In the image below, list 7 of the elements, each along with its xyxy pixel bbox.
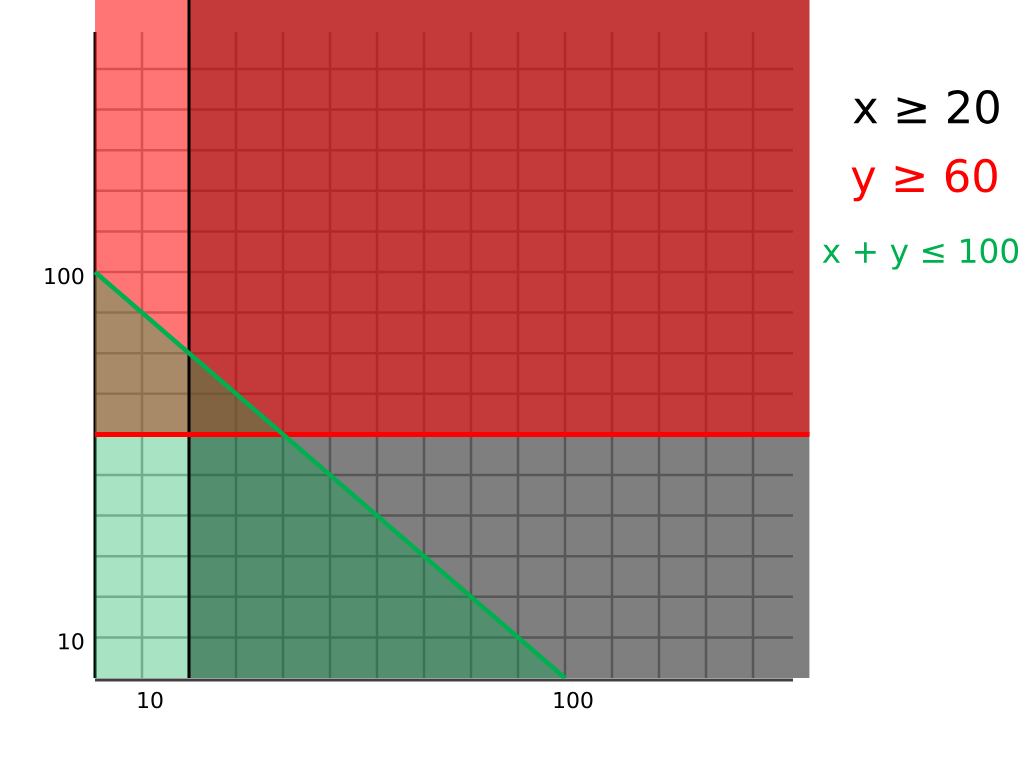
inequality-label: y ≥ 60 (851, 158, 997, 202)
tick-label: 100 (554, 691, 593, 709)
tick-label: 10 (138, 691, 163, 709)
tick-label: 10 (59, 633, 84, 650)
inequality-label: x + y ≤ 100 (822, 238, 1019, 270)
inequality-label: x ≥ 20 (853, 90, 999, 124)
tick-label: 100 (45, 267, 84, 285)
